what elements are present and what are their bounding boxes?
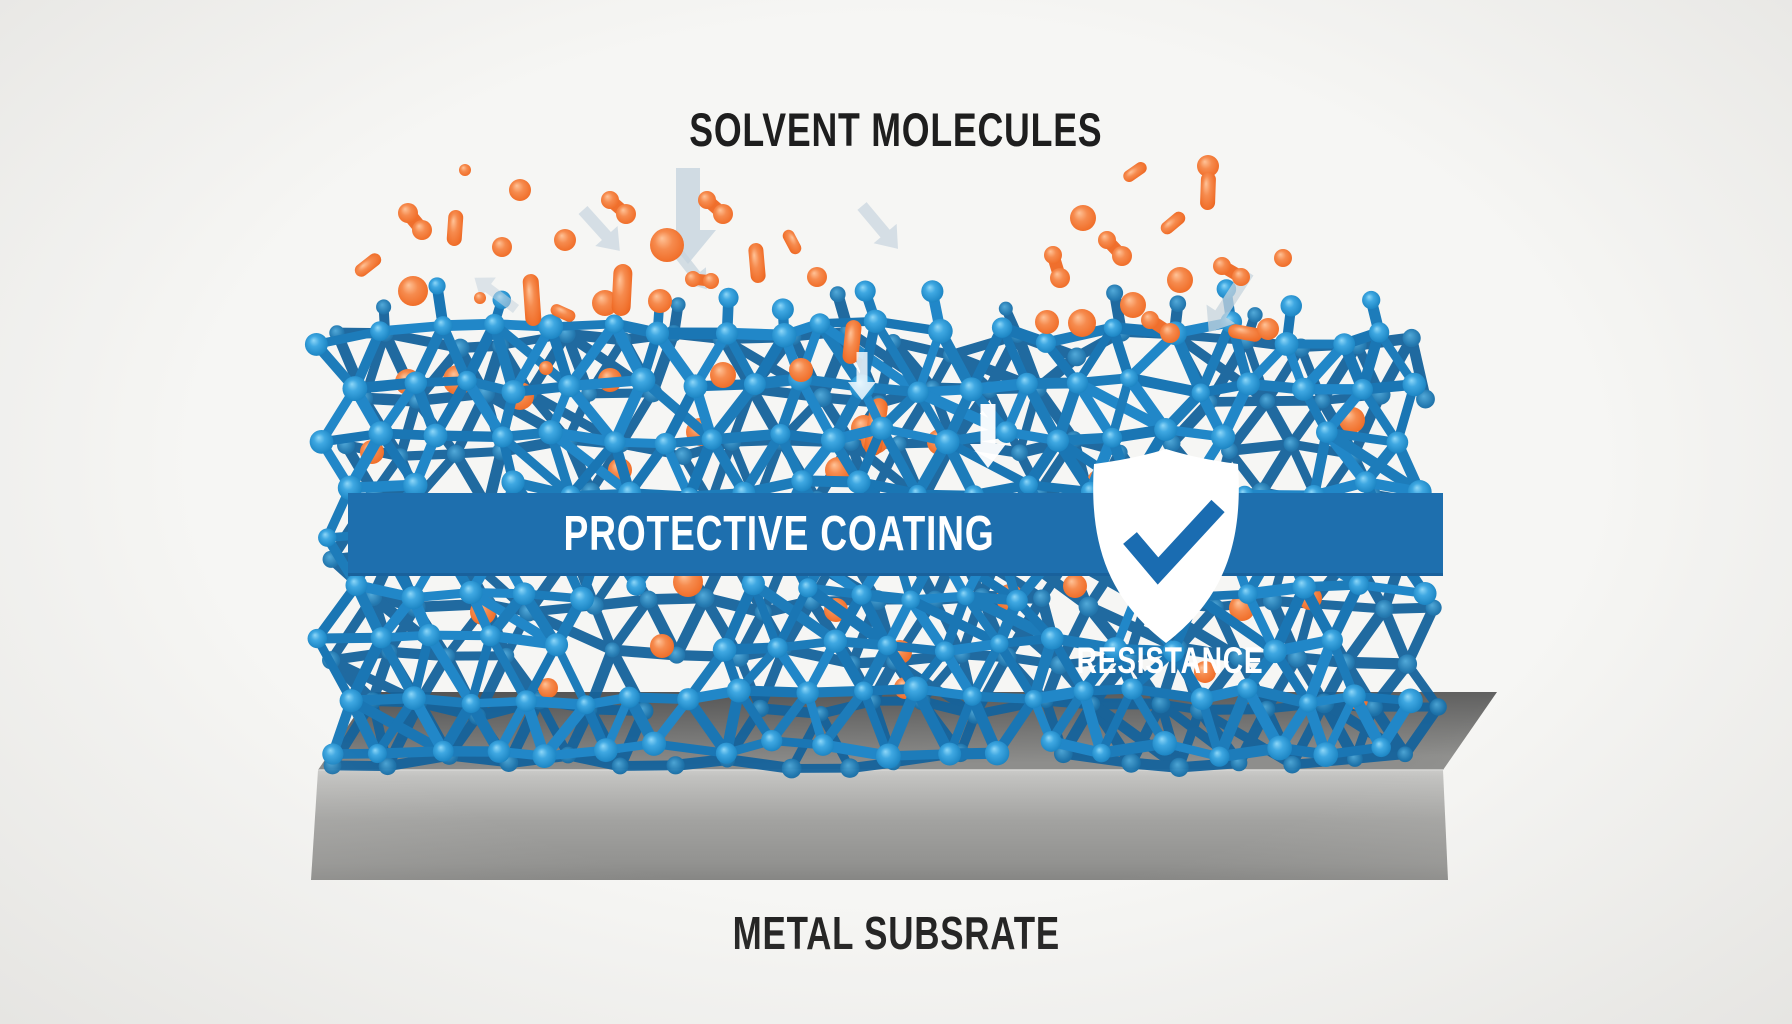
solvent-molecules-label: SOLVENT MOLECULES <box>689 103 1103 156</box>
protective-coating-banner <box>348 493 1443 576</box>
page-title: SOLVENT MOLECULES <box>0 102 1792 157</box>
shield-check-icon <box>1093 449 1239 643</box>
resistance-label: RESISTANCE <box>1076 640 1264 681</box>
solvent-molecules-field <box>354 155 1292 388</box>
metal-substrate-label: METAL SUBSRATE <box>732 907 1060 959</box>
protective-coating-label: PROTECTIVE COATING <box>563 507 995 561</box>
penetration-blocked-arrows <box>848 352 1006 468</box>
